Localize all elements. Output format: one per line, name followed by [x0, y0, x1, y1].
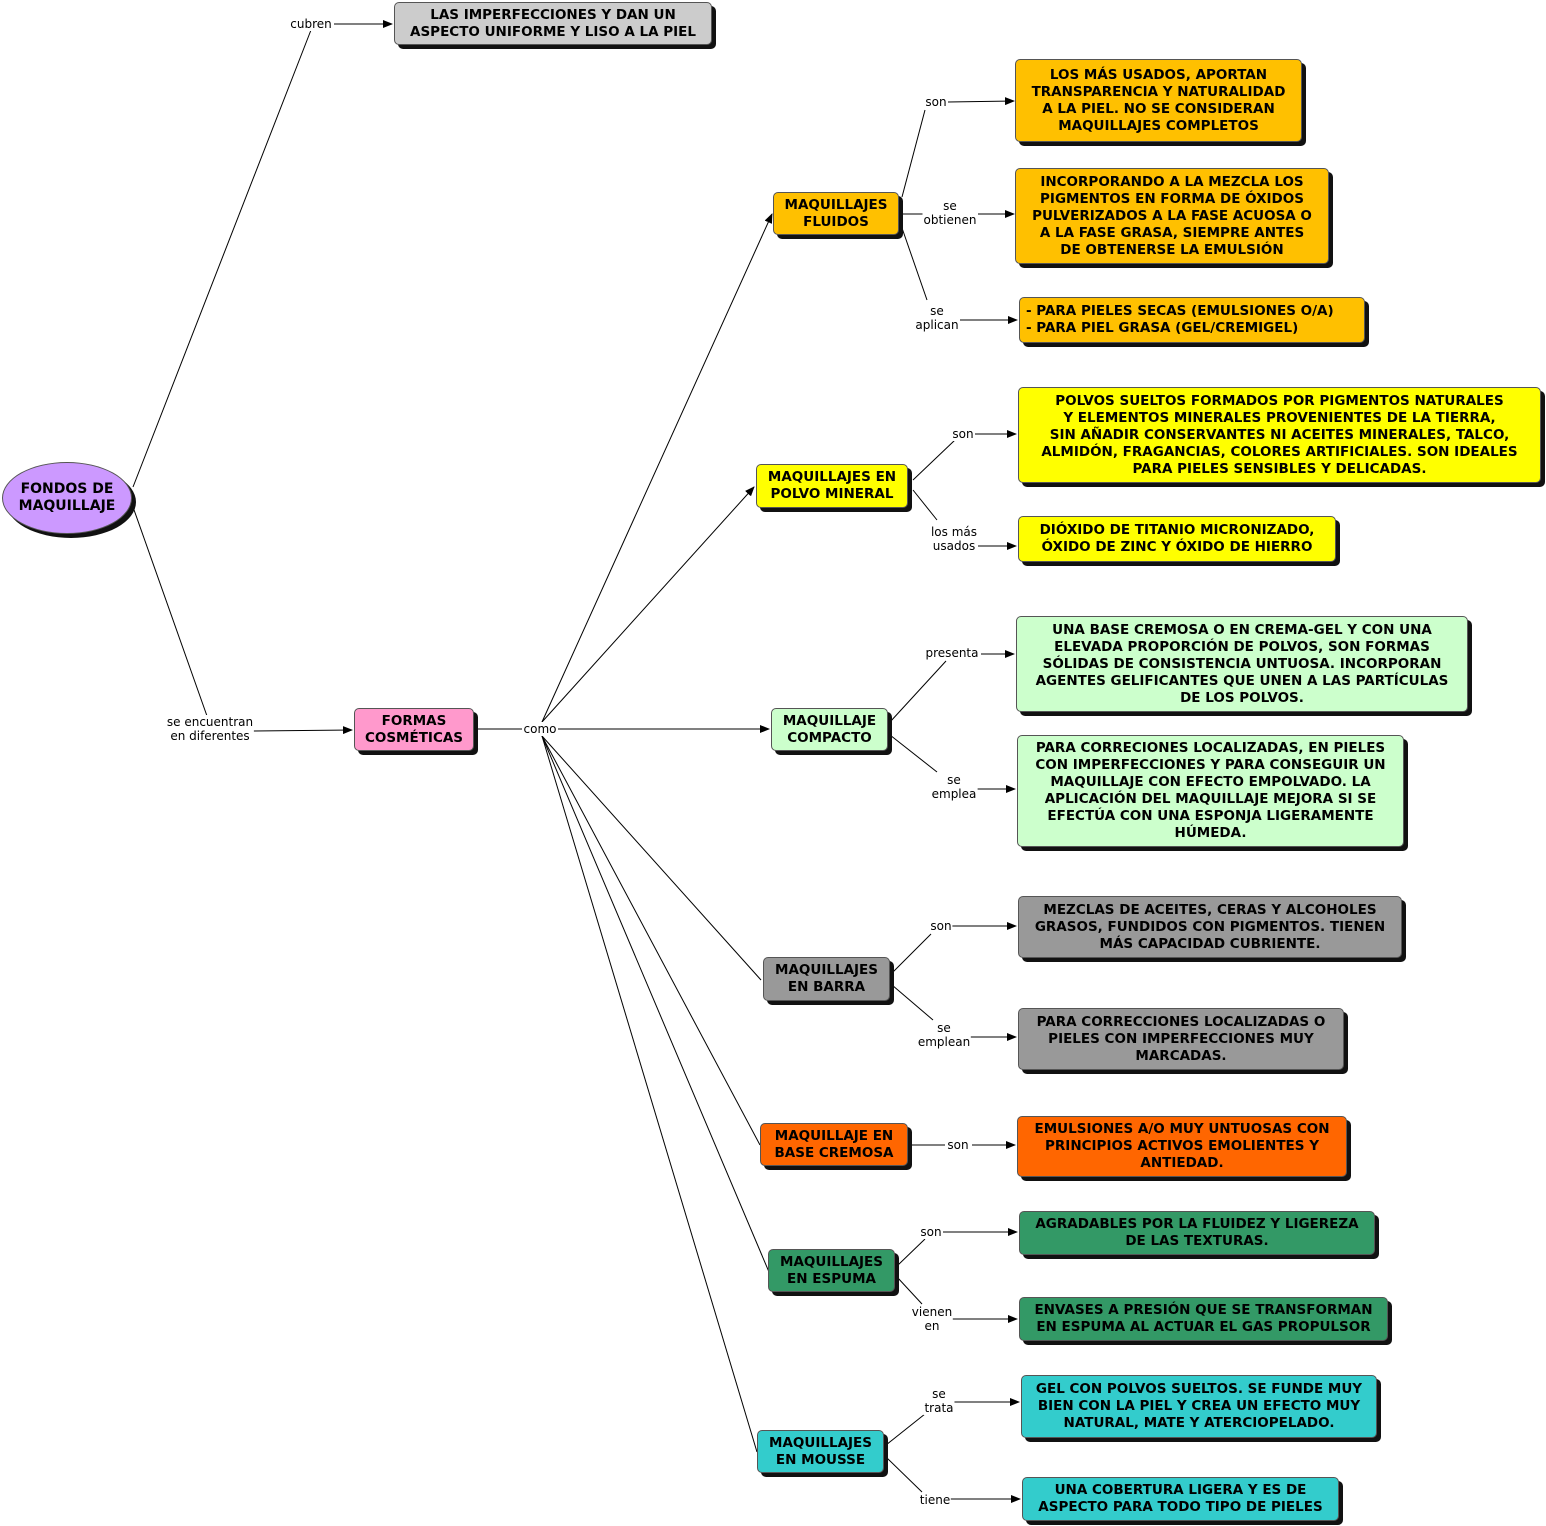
node-mineral-son[interactable]: POLVOS SUELTOS FORMADOS POR PIGMENTOS NA… — [1018, 387, 1541, 483]
node-mineral-usados[interactable]: DIÓXIDO DE TITANIO MICRONIZADO, ÓXIDO DE… — [1018, 516, 1336, 562]
link-label-barra-son: son — [929, 919, 953, 933]
link-label-cremosa-son: son — [946, 1138, 970, 1152]
link-label-compacto-emplea: se emplea — [930, 773, 978, 801]
node-maquillajes-mousse[interactable]: MAQUILLAJES EN MOUSSE — [757, 1430, 884, 1473]
edge-root-encuentran — [132, 506, 208, 717]
link-label-mousse-tiene: tiene — [918, 1493, 952, 1507]
link-label-mineral-usados: los más usados — [929, 525, 979, 553]
node-espuma-vienen[interactable]: ENVASES A PRESIÓN QUE SE TRANSFORMAN EN … — [1019, 1297, 1388, 1341]
node-compacto-presenta[interactable]: UNA BASE CREMOSA O EN CREMA-GEL Y CON UN… — [1016, 616, 1468, 712]
edge-como-cremosa — [541, 735, 761, 1146]
node-maquillajes-espuma[interactable]: MAQUILLAJES EN ESPUMA — [768, 1249, 895, 1292]
link-label-encuentran: se encuentran en diferentes — [165, 715, 255, 743]
edge-como-espuma — [541, 735, 770, 1273]
node-barra-emplean[interactable]: PARA CORRECCIONES LOCALIZADAS O PIELES C… — [1018, 1008, 1344, 1070]
link-label-fluidos-obtienen: se obtienen — [922, 199, 978, 227]
link-label-fluidos-aplican: se aplican — [914, 304, 960, 332]
node-mousse-trata[interactable]: GEL CON POLVOS SUELTOS. SE FUNDE MUY BIE… — [1021, 1375, 1377, 1438]
node-formas-cosmeticas[interactable]: FORMAS COSMÉTICAS — [354, 708, 474, 751]
node-mousse-tiene[interactable]: UNA COBERTURA LIGERA Y ES DE ASPECTO PAR… — [1022, 1477, 1339, 1521]
node-fluidos-son[interactable]: LOS MÁS USADOS, APORTAN TRANSPARENCIA Y … — [1015, 59, 1302, 142]
link-label-barra-emplean: se emplean — [916, 1021, 972, 1049]
link-label-espuma-son: son — [919, 1225, 943, 1239]
link-label-como: como — [522, 722, 558, 736]
edge-como-mineral — [541, 486, 755, 723]
node-fluidos-obtienen[interactable]: INCORPORANDO A LA MEZCLA LOS PIGMENTOS E… — [1015, 168, 1329, 264]
node-espuma-son[interactable]: AGRADABLES POR LA FLUIDEZ Y LIGEREZA DE … — [1019, 1211, 1375, 1255]
node-maquillaje-compacto[interactable]: MAQUILLAJE COMPACTO — [771, 708, 888, 751]
node-barra-son[interactable]: MEZCLAS DE ACEITES, CERAS Y ALCOHOLES GR… — [1018, 896, 1402, 958]
link-label-fluidos-son: son — [924, 95, 948, 109]
node-maquillajes-barra[interactable]: MAQUILLAJES EN BARRA — [763, 957, 890, 1001]
link-label-mousse-trata: se trata — [923, 1387, 955, 1415]
node-polvo-mineral[interactable]: MAQUILLAJES EN POLVO MINERAL — [756, 464, 908, 508]
node-base-cremosa[interactable]: MAQUILLAJE EN BASE CREMOSA — [760, 1123, 908, 1166]
edge-como-fluidos — [541, 213, 773, 723]
edge-encuentran-formas — [252, 726, 353, 735]
link-label-cubren: cubren — [289, 17, 333, 31]
edge-como-barra — [541, 735, 762, 981]
link-label-espuma-vienen: vienen en — [910, 1305, 954, 1333]
node-imperfecciones[interactable]: LAS IMPERFECCIONES Y DAN UN ASPECTO UNIF… — [394, 2, 712, 45]
root-node-fondos-maquillaje[interactable]: FONDOS DE MAQUILLAJE — [2, 462, 132, 534]
edge-root-cubren — [132, 29, 312, 488]
link-label-mineral-son: son — [951, 427, 975, 441]
node-maquillajes-fluidos[interactable]: MAQUILLAJES FLUIDOS — [773, 192, 899, 235]
link-label-compacto-presenta: presenta — [924, 646, 980, 660]
node-fluidos-aplican[interactable]: - PARA PIELES SECAS (EMULSIONES O/A) - P… — [1019, 297, 1365, 343]
node-cremosa-son[interactable]: EMULSIONES A/O MUY UNTUOSAS CON PRINCIPI… — [1017, 1116, 1347, 1177]
edge-como-mousse — [541, 735, 758, 1453]
node-compacto-emplea[interactable]: PARA CORRECIONES LOCALIZADAS, EN PIELES … — [1017, 735, 1404, 847]
